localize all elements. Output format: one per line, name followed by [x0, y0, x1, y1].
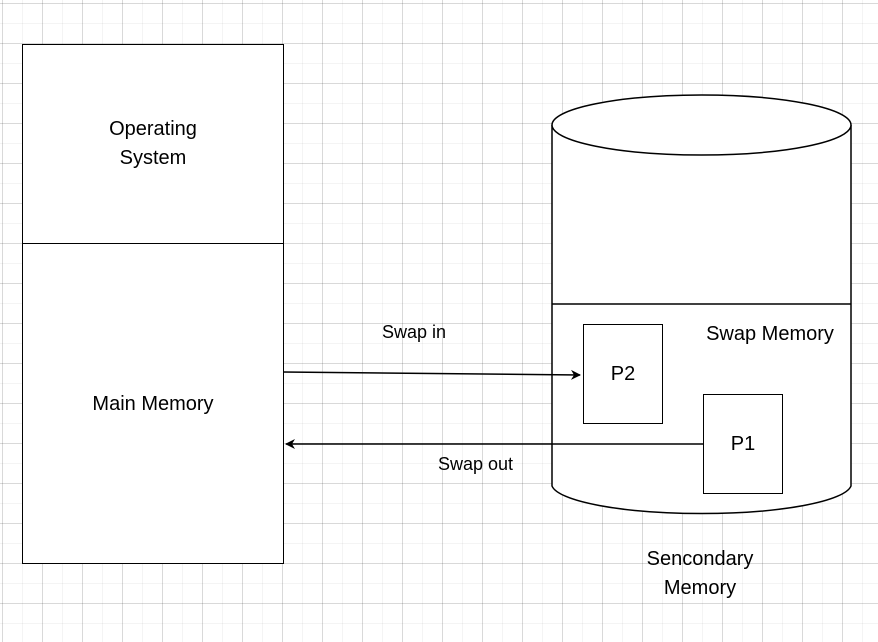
process-p1-box [703, 394, 783, 494]
swap-in-label: Swap in [382, 322, 447, 342]
swap-in-arrow [282, 369, 581, 380]
process-p1-label: P1 [730, 432, 756, 455]
process-p2-box [583, 324, 663, 424]
main-memory-label: Main Memory [92, 392, 214, 415]
swap-memory-label: Swap Memory [706, 322, 834, 345]
cylinder-top [551, 94, 852, 156]
secondary-memory-cylinder [551, 94, 852, 515]
process-p2-label: P2 [610, 362, 636, 385]
swap-out-label: Swap out [438, 454, 514, 474]
secondary-memory-caption: Sencondary Memory [646, 548, 754, 599]
operating-system-label: Operating System [109, 118, 197, 169]
operating-system-region [22, 44, 284, 244]
